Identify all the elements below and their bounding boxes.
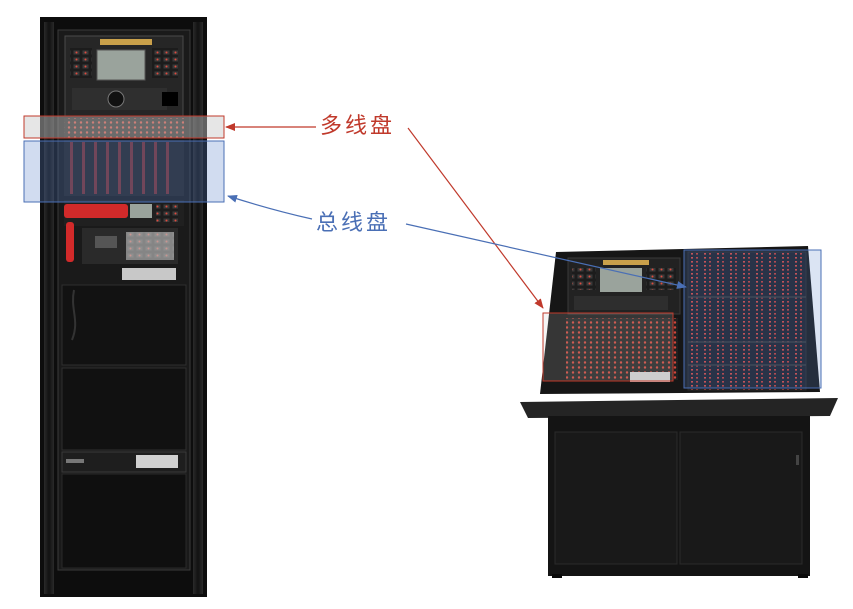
rack-phone-module <box>64 200 184 262</box>
rack-cabinet <box>40 17 207 597</box>
rack-broadcast-module <box>82 228 178 280</box>
multi-line-arrow-to-desk <box>407 127 544 309</box>
rack-bus-panel <box>64 140 184 196</box>
rack-bus-highlight <box>23 140 225 203</box>
bus-arrow-to-rack <box>227 194 313 220</box>
rack-multi-line-highlight <box>23 115 225 139</box>
desk-multi-line-panel <box>566 318 678 382</box>
bus-arrow-to-desk <box>405 223 687 289</box>
rack-power-module <box>61 451 187 473</box>
desk-controller-module <box>567 257 681 315</box>
desk-console <box>520 246 838 578</box>
desk-multi-line-highlight <box>542 312 674 382</box>
desk-bus-highlight <box>683 249 822 389</box>
rack-multi-line-panel <box>64 118 184 138</box>
multi-line-panel-label: 多线盘 <box>320 114 396 139</box>
rack-controller-module <box>64 35 184 117</box>
bus-panel-label: 总线盘 <box>316 211 392 236</box>
desk-bus-panel <box>687 251 807 391</box>
